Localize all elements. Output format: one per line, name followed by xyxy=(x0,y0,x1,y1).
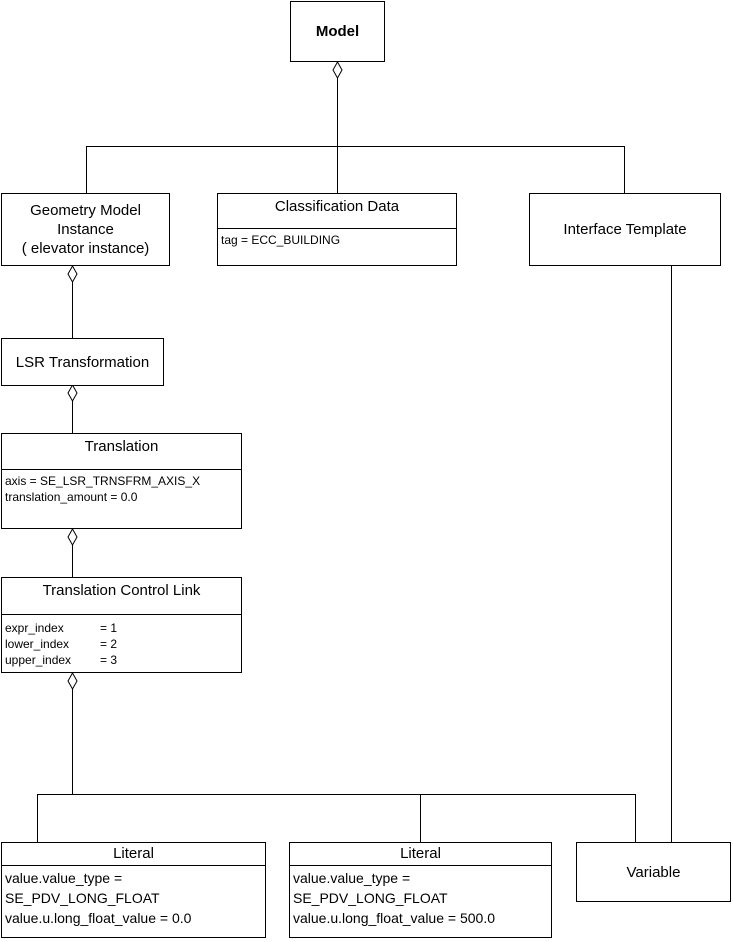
lower-index-key: lower_index xyxy=(5,637,70,651)
geometry-model-instance-line2: Instance xyxy=(57,221,114,238)
geometry-model-instance-line3: ( elevator instance) xyxy=(21,240,150,257)
translation-control-link-box: Translation Control Link expr_index = 1 … xyxy=(1,577,242,673)
expr-index-key: expr_index xyxy=(5,621,64,635)
geometry-model-instance-line1: Geometry Model xyxy=(30,202,141,219)
interface-template-box: Interface Template xyxy=(529,193,721,266)
model-title: Model xyxy=(315,23,360,40)
geometry-model-instance-box: Geometry Model Instance ( elevator insta… xyxy=(1,193,170,266)
aggregation-diamond-translation xyxy=(67,527,78,547)
translation-box: Translation axis = SE_LSR_TRNSFRM_AXIS_X… xyxy=(1,433,242,529)
control-link-row-upper: upper_index = 3 xyxy=(5,652,238,668)
interface-template-title: Interface Template xyxy=(563,221,687,238)
literal-box-1: Literal value.value_type = SE_PDV_LONG_F… xyxy=(1,842,266,938)
literal-1-title: Literal xyxy=(113,845,154,862)
aggregation-diamond-lsr xyxy=(67,383,78,403)
expr-index-value: = 1 xyxy=(100,621,118,635)
aggregation-diamond-model xyxy=(332,60,343,80)
literal-2-attr-float: value.u.long_float_value = 500.0 xyxy=(293,910,495,926)
literal-box-2: Literal value.value_type = SE_PDV_LONG_F… xyxy=(289,842,552,938)
upper-index-key: upper_index xyxy=(5,653,72,667)
translation-control-link-title: Translation Control Link xyxy=(42,582,201,599)
literal-2-attr-type: value.value_type = xyxy=(293,870,411,886)
translation-attr-axis: axis = SE_LSR_TRNSFRM_AXIS_X xyxy=(5,474,201,488)
translation-attr-amount: translation_amount = 0.0 xyxy=(5,490,138,504)
literal-1-attr-type: value.value_type = xyxy=(5,870,123,886)
variable-box: Variable xyxy=(576,842,731,902)
control-link-row-lower: lower_index = 2 xyxy=(5,636,238,652)
lower-index-value: = 2 xyxy=(100,637,118,651)
model-box: Model xyxy=(290,1,385,62)
lsr-transformation-title: LSR Transformation xyxy=(15,353,150,371)
upper-index-value: = 3 xyxy=(100,653,118,667)
literal-2-attr-type-value: SE_PDV_LONG_FLOAT xyxy=(293,890,448,906)
literal-1-attr-float: value.u.long_float_value = 0.0 xyxy=(5,910,192,926)
aggregation-diamond-control-link xyxy=(67,671,78,691)
literal-1-attr-type-value: SE_PDV_LONG_FLOAT xyxy=(5,890,160,906)
translation-title: Translation xyxy=(84,438,159,455)
variable-title: Variable xyxy=(626,863,681,881)
lsr-transformation-box: LSR Transformation xyxy=(1,338,164,386)
control-link-row-expr: expr_index = 1 xyxy=(5,620,238,636)
classification-data-box: Classification Data tag = ECC_BUILDING xyxy=(217,193,457,266)
classification-data-title: Classification Data xyxy=(274,198,400,215)
literal-2-title: Literal xyxy=(400,845,441,862)
aggregation-diamond-geometry xyxy=(67,264,78,284)
classification-data-attr: tag = ECC_BUILDING xyxy=(218,228,456,251)
